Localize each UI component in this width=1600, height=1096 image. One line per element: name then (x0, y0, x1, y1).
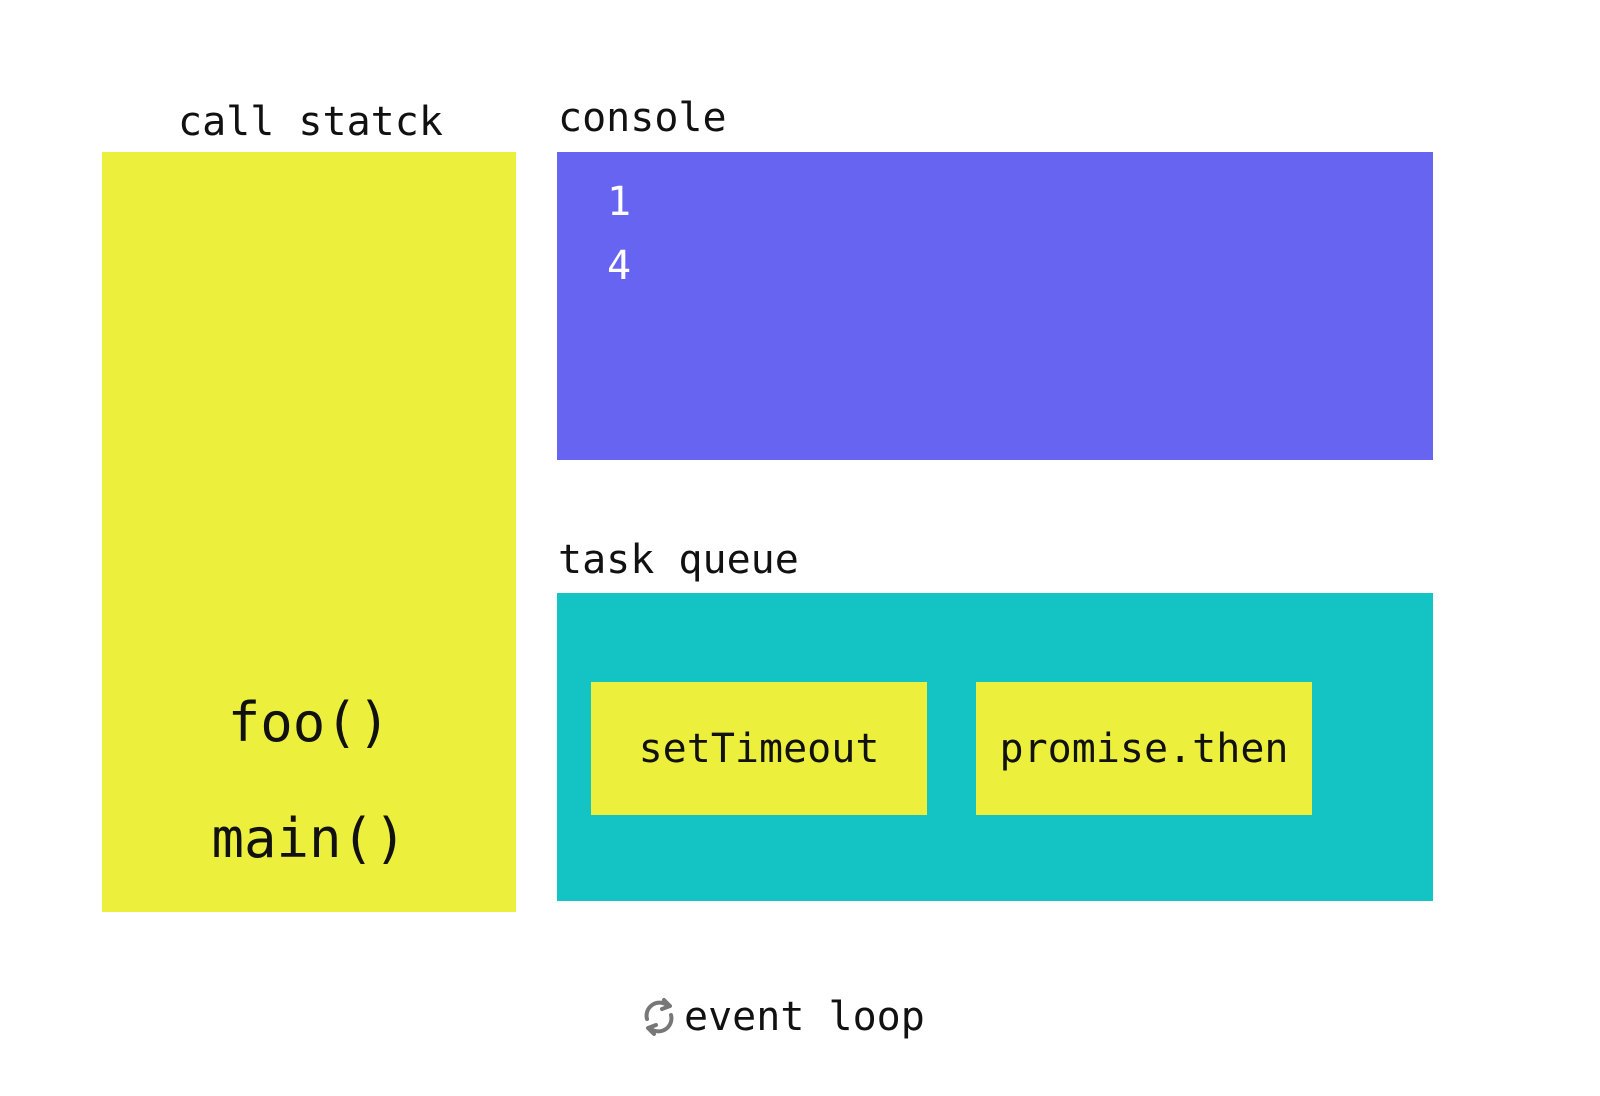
task-settimeout: setTimeout (591, 682, 927, 815)
stack-frame-main: main() (211, 807, 407, 870)
task-promise-then: promise.then (976, 682, 1312, 815)
stack-frame-foo: foo() (227, 691, 391, 754)
console-line: 4 (607, 243, 632, 289)
call-stack-title: call statck (178, 99, 443, 145)
task-queue-title: task queue (558, 537, 799, 583)
console-line: 1 (607, 179, 632, 225)
console-title: console (558, 95, 727, 141)
event-loop: event loop (640, 992, 925, 1042)
refresh-icon (644, 998, 674, 1036)
event-loop-label: event loop (684, 994, 925, 1040)
task-queue-panel: setTimeout promise.then (557, 593, 1433, 901)
call-stack-panel: foo() main() (102, 152, 516, 912)
console-panel: 1 4 (557, 152, 1433, 460)
